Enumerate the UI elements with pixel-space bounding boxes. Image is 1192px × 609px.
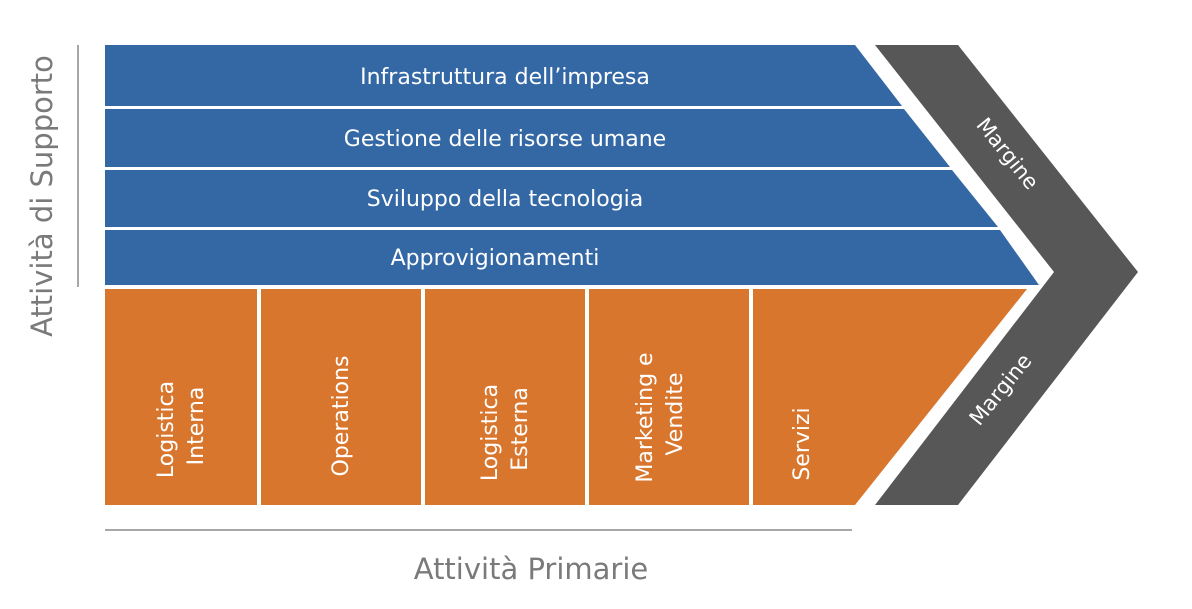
primary-column-services: [753, 289, 1027, 505]
primary-column-label-line: Logistica: [154, 381, 179, 478]
primary-column-label-line: Vendite: [663, 372, 688, 455]
primary-column-label-line: Operations: [329, 356, 354, 477]
primary-column-outbound-logistics: [425, 289, 585, 505]
support-bar-label: Gestione delle risorse umane: [344, 127, 666, 152]
support-bar-label: Sviluppo della tecnologia: [367, 187, 644, 212]
primary-column-label-line: Servizi: [790, 407, 815, 480]
primary-axis-title: Attività Primarie: [414, 552, 649, 586]
primary-column-label-line: Interna: [184, 387, 209, 466]
support-bar-label: Approvigionamenti: [391, 246, 600, 271]
primary-column-label-line: Esterna: [508, 387, 533, 471]
primary-column-operations: [261, 289, 421, 505]
support-axis-title: Attività di Supporto: [25, 55, 59, 337]
primary-column-label: Marketing e Vendite: [633, 345, 688, 482]
primary-column-label: Logistica Esterna: [478, 377, 533, 481]
support-bar-human-resources: [105, 109, 950, 167]
primary-column-label: Operations: [329, 356, 354, 477]
support-bar-label: Infrastruttura dell’impresa: [360, 65, 650, 90]
primary-activities: Logistica Interna Operations Logistica E…: [105, 289, 1027, 505]
margin-arrow: [875, 45, 1138, 505]
support-activities: Infrastruttura dell’impresa Gestione del…: [105, 45, 1039, 285]
primary-column-label: Servizi: [790, 407, 815, 480]
primary-column-marketing-sales: [589, 289, 749, 505]
primary-column-label-line: Marketing e: [633, 352, 658, 482]
primary-column-inbound-logistics: [105, 289, 257, 505]
support-bar-technology: [105, 170, 998, 227]
primary-column-label-line: Logistica: [478, 384, 503, 481]
support-bar-procurement: [105, 230, 1039, 285]
support-bar-infrastructure: [105, 45, 902, 106]
primary-column-label: Logistica Interna: [154, 374, 209, 478]
